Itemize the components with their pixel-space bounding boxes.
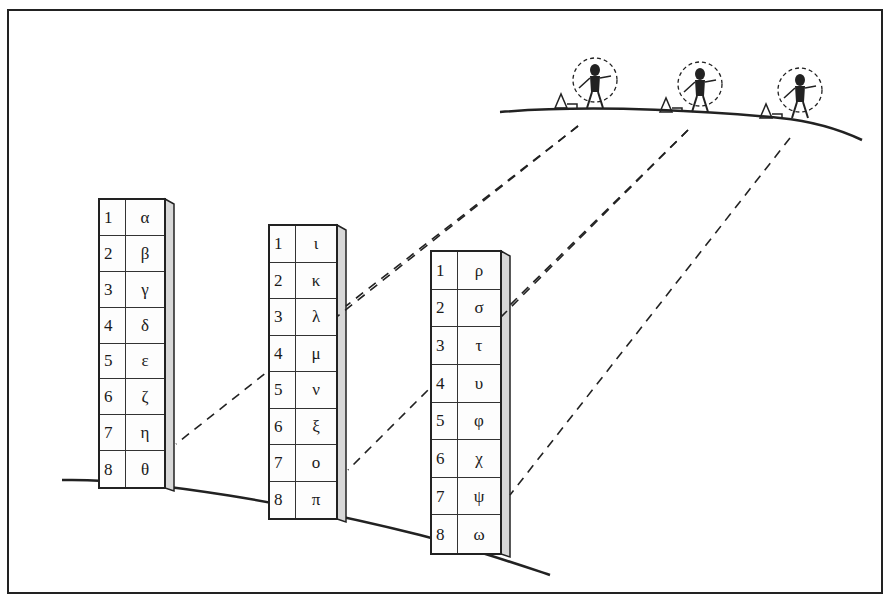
sight-line [348, 130, 688, 470]
table-number: 6 [100, 379, 126, 415]
table-letter: ν [296, 372, 336, 409]
table-letter: ι [296, 226, 336, 263]
table-letter: τ [458, 327, 500, 365]
table-number: 8 [100, 451, 126, 487]
letter-tablet: 1ρ2σ3τ4υ5φ6χ7ψ8ω [430, 250, 502, 555]
table-letter: α [126, 200, 164, 236]
table-letter: φ [458, 403, 500, 441]
table-letter: ε [126, 344, 164, 380]
table-letter: ζ [126, 379, 164, 415]
torch-bearer [760, 68, 822, 118]
torch-bearer [660, 62, 722, 112]
table-letter: ψ [458, 478, 500, 516]
table-letter: γ [126, 272, 164, 308]
table-letter: ω [458, 515, 500, 553]
table-number: 4 [432, 365, 458, 403]
table-number: 5 [270, 372, 296, 409]
table-number: 1 [100, 200, 126, 236]
table-number: 7 [432, 478, 458, 516]
table-letter: ρ [458, 252, 500, 290]
table-number: 6 [270, 409, 296, 446]
frame [8, 10, 882, 593]
table-number: 7 [100, 415, 126, 451]
sight-line [510, 130, 688, 305]
table-number: 1 [270, 226, 296, 263]
table-letter: ο [296, 445, 336, 482]
table-letter: η [126, 415, 164, 451]
table-number: 5 [100, 344, 126, 380]
table-letter: υ [458, 365, 500, 403]
table-number: 4 [100, 308, 126, 344]
table-letter: σ [458, 290, 500, 328]
letter-tablet: 1ι2κ3λ4μ5ν6ξ7ο8π [268, 224, 338, 520]
table-number: 3 [432, 327, 458, 365]
pillar-side [337, 225, 346, 522]
sight-line [510, 138, 790, 495]
table-letter: θ [126, 451, 164, 487]
table-number: 8 [270, 482, 296, 519]
pillar-side [165, 199, 174, 491]
torch-bearer [555, 58, 617, 108]
table-letter: ξ [296, 409, 336, 446]
table-number: 2 [270, 263, 296, 300]
table-letter: μ [296, 336, 336, 373]
letter-tablet: 1α2β3γ4δ5ε6ζ7η8θ [98, 198, 166, 489]
table-number: 1 [432, 252, 458, 290]
table-number: 8 [432, 515, 458, 553]
table-number: 6 [432, 440, 458, 478]
table-number: 2 [432, 290, 458, 328]
table-letter: δ [126, 308, 164, 344]
table-letter: λ [296, 299, 336, 336]
table-letter: π [296, 482, 336, 519]
table-number: 2 [100, 236, 126, 272]
pillar-side [501, 251, 510, 557]
table-letter: χ [458, 440, 500, 478]
hill-line [500, 109, 862, 140]
table-letter: κ [296, 263, 336, 300]
table-number: 3 [270, 299, 296, 336]
sight-line [176, 126, 578, 444]
table-number: 4 [270, 336, 296, 373]
table-letter: β [126, 236, 164, 272]
table-number: 7 [270, 445, 296, 482]
table-number: 5 [432, 403, 458, 441]
table-number: 3 [100, 272, 126, 308]
